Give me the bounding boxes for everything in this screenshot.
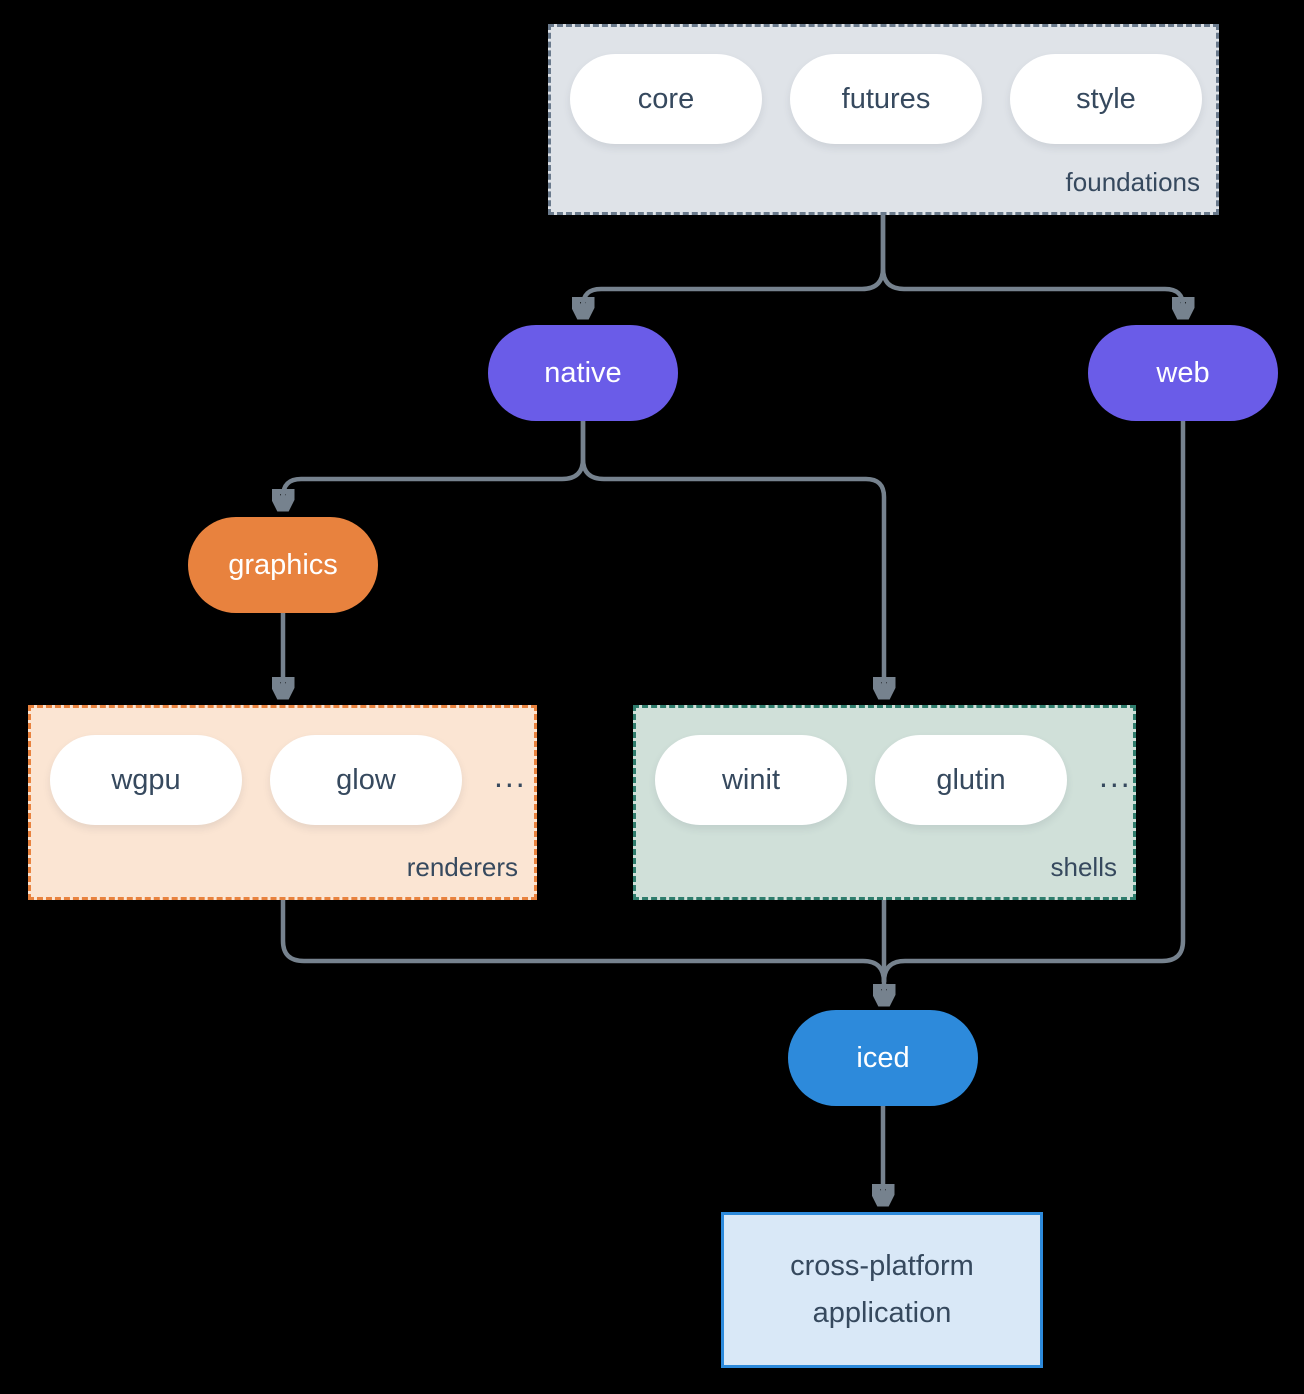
renderers-ellipsis: ...: [494, 757, 527, 794]
node-wgpu: wgpu: [50, 735, 242, 825]
renderers-group: wgpu glow ... renderers: [28, 705, 537, 900]
shells-ellipsis: ...: [1099, 757, 1132, 794]
edge-foundations-native: [583, 215, 886, 315]
node-glow: glow: [270, 735, 462, 825]
node-winit: winit: [655, 735, 847, 825]
renderers-label: renderers: [406, 852, 518, 882]
shells-group: winit glutin ... shells: [633, 705, 1136, 900]
edge-native-graphics: [283, 421, 586, 507]
node-web: web: [1088, 325, 1278, 421]
node-cross-platform-application: cross-platform application: [721, 1212, 1043, 1368]
shells-label: shells: [1050, 852, 1117, 882]
node-iced: iced: [788, 1010, 978, 1106]
renderers-pill-row: wgpu glow ...: [50, 735, 527, 825]
node-futures: futures: [790, 54, 982, 144]
edge-native-shells: [580, 421, 884, 695]
node-native: native: [488, 325, 678, 421]
foundations-group: core futures style foundations: [548, 24, 1219, 215]
node-graphics: graphics: [188, 517, 378, 613]
edge-foundations-web: [880, 215, 1183, 315]
application-label: cross-platform application: [790, 1250, 974, 1329]
node-glutin: glutin: [875, 735, 1067, 825]
node-style: style: [1010, 54, 1202, 144]
edge-renderers-merge: [280, 900, 887, 983]
foundations-label: foundations: [1065, 167, 1200, 197]
foundations-pill-row: core futures style: [570, 54, 1202, 144]
shells-pill-row: winit glutin ...: [655, 735, 1132, 825]
node-core: core: [570, 54, 762, 144]
